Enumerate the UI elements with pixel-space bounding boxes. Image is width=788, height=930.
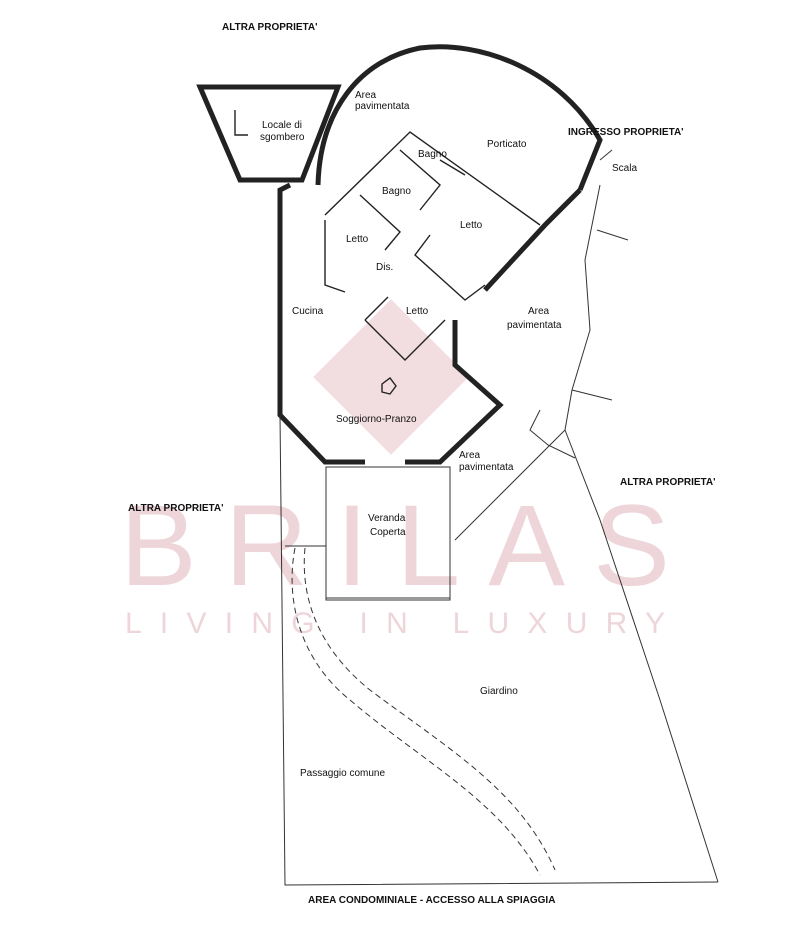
label-area: Area	[355, 90, 377, 101]
fireplace-icon	[381, 377, 397, 395]
label-disimpegno: Dis.	[376, 262, 393, 273]
label-pavimentata: pavimentata	[355, 101, 410, 112]
label-area: Area	[528, 306, 550, 317]
label-giardino: Giardino	[480, 686, 518, 697]
interior-wall	[364, 296, 389, 321]
label-cucina: Cucina	[292, 306, 324, 317]
label-ingresso: INGRESSO PROPRIETA'	[568, 127, 684, 138]
lot-boundary-east	[564, 184, 719, 883]
interior-wall	[439, 159, 466, 176]
stair-line	[599, 149, 613, 161]
interior-wall	[324, 220, 346, 293]
interior-wall	[359, 194, 401, 251]
label-bagno: Bagno	[418, 149, 447, 160]
watermark-diamond	[313, 299, 469, 455]
boundary-mark	[571, 389, 613, 401]
watermark-brand: BRILAS	[120, 482, 670, 610]
veranda-outline	[325, 466, 451, 601]
interior-wall	[399, 149, 441, 211]
label-letto: Letto	[460, 220, 483, 231]
label-area: Area	[459, 450, 481, 461]
interior-wall	[324, 131, 541, 226]
house-east-wall	[483, 188, 582, 292]
label-altra-proprieta-right: ALTRA PROPRIETA'	[620, 477, 716, 488]
label-scala: Scala	[612, 163, 637, 174]
storage-room-walls	[196, 84, 342, 183]
label-porticato: Porticato	[487, 139, 527, 150]
label-letto: Letto	[406, 306, 429, 317]
path-line	[454, 429, 566, 541]
storage-partition	[234, 110, 248, 136]
label-veranda: Veranda	[368, 513, 406, 524]
path-line	[529, 409, 576, 459]
label-letto: Letto	[346, 234, 369, 245]
label-sgombero: sgombero	[260, 132, 305, 143]
label-altra-proprieta-top: ALTRA PROPRIETA'	[222, 22, 318, 33]
interior-wall	[414, 234, 486, 301]
lot-boundary	[279, 414, 719, 886]
label-area-condominiale: AREA CONDOMINIALE - ACCESSO ALLA SPIAGGI…	[308, 895, 555, 906]
label-soggiorno-pranzo: Soggiorno-Pranzo	[336, 414, 417, 425]
label-passaggio-comune: Passaggio comune	[300, 768, 385, 779]
label-pavimentata: pavimentata	[459, 462, 514, 473]
interior-wall	[364, 319, 446, 361]
curved-wall	[315, 44, 603, 191]
label-coperta: Coperta	[370, 527, 406, 538]
watermark-tagline: LIVING IN LUXURY	[125, 607, 665, 640]
house-south-wall	[405, 320, 504, 465]
shared-path-edge	[291, 547, 541, 876]
shared-path-edge	[303, 547, 556, 871]
label-bagno: Bagno	[382, 186, 411, 197]
label-altra-proprieta-left: ALTRA PROPRIETA'	[128, 503, 224, 514]
label-locale: Locale di	[262, 120, 302, 131]
label-pavimentata: pavimentata	[507, 320, 562, 331]
boundary-mark	[596, 229, 629, 241]
